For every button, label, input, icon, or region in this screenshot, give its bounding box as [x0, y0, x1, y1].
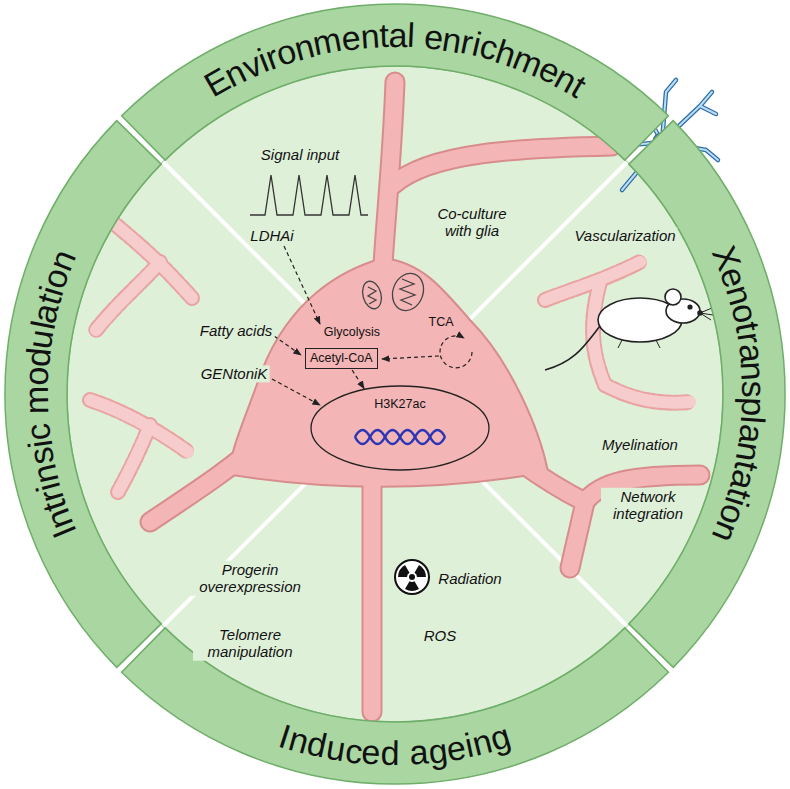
radiation-symbol-part — [409, 574, 415, 580]
dashed-arrows-part — [284, 246, 320, 324]
faded-dendrites-part-part — [110, 220, 192, 298]
band-char: e — [361, 735, 382, 770]
band-char: n — [736, 361, 771, 382]
mouse-part — [618, 308, 713, 348]
band-char: p — [736, 397, 771, 417]
faded-dendrites-part-part — [118, 425, 150, 492]
annotation-label: TCA — [429, 315, 454, 329]
band-label: Xenotransplantation — [625, 117, 788, 670]
signal-spikes-part — [250, 175, 368, 215]
annotation-label: Glycolysis — [324, 325, 380, 339]
radiation-symbol-part — [395, 560, 429, 594]
band-char: o — [19, 366, 54, 387]
neuron — [150, 82, 700, 712]
band-char: a — [734, 341, 770, 364]
dashed-arrows-part — [272, 379, 320, 405]
mitochondria-part — [387, 269, 428, 315]
neuron-part — [150, 82, 700, 712]
mouse-part — [665, 289, 681, 305]
band-char: n — [359, 18, 380, 53]
band-label: Intrinsic modulation — [2, 118, 165, 671]
annotation-label: Network integration — [601, 488, 695, 523]
band-segment — [629, 121, 785, 668]
band-segment — [122, 4, 669, 160]
neuron-part-part — [570, 502, 585, 568]
annotation-label: Telomere manipulation — [193, 626, 307, 661]
nucleus: H3K27ac — [310, 385, 490, 471]
neuron-part-part — [150, 440, 262, 522]
box-label: Acetyl-CoA — [310, 351, 373, 366]
dashed-arrows-part — [440, 336, 472, 368]
faded-dendrites-part-part — [96, 262, 160, 330]
text-box: Acetyl-CoA — [305, 348, 378, 369]
ring-band: Intrinsic modulation — [2, 118, 165, 671]
annotation-label: Fatty acids — [198, 322, 275, 339]
dashed-arrows-part — [274, 336, 301, 355]
faded-dendrites-part-part — [605, 385, 690, 403]
faded-dendrites-part-part — [96, 262, 160, 330]
dashed-arrows-part — [382, 356, 439, 359]
neuron-part-part — [364, 478, 381, 712]
mouse — [545, 289, 713, 370]
band-char: m — [19, 385, 53, 414]
annotation-label: ROS — [422, 627, 459, 644]
mouse-part — [688, 305, 692, 309]
neuron-part-part — [383, 82, 395, 265]
neuron-part — [231, 258, 548, 487]
annotation-label: Progerin overexpression — [188, 561, 312, 596]
faded-dendrites-part-part — [110, 220, 192, 298]
faded-dendrites-part-part — [605, 385, 690, 403]
band-char: c — [20, 422, 56, 442]
band-char: l — [407, 18, 416, 52]
faded-dendrites-part-part — [118, 425, 150, 492]
mouse-part — [545, 326, 600, 370]
band-char: t — [378, 18, 389, 52]
band-char: s — [737, 381, 771, 398]
band-char: a — [388, 18, 407, 52]
annotation-label: LDHAi — [248, 227, 295, 244]
band-char: e — [339, 20, 362, 56]
mitochondria-part — [368, 287, 376, 304]
neuron-part-part — [393, 146, 612, 185]
radiation-symbol-part — [398, 565, 410, 577]
inner-disk — [67, 66, 723, 722]
band-segment — [5, 121, 161, 668]
neuron-part — [150, 82, 700, 712]
neuron-part-part — [150, 440, 262, 522]
dashed-arrows — [272, 246, 472, 405]
signal-spikes — [250, 175, 368, 215]
band-char: d — [381, 736, 400, 770]
band-label: Environmental enrichment — [118, 1, 671, 164]
ring-band: Environmental enrichment — [118, 1, 671, 164]
neuron-part-part — [393, 146, 612, 185]
dashed-connector — [352, 370, 364, 389]
band-char: a — [408, 735, 429, 770]
neuron-part-part — [520, 462, 585, 502]
annotation-label: GENtoniK — [199, 365, 270, 382]
neuron-part-part — [520, 462, 585, 502]
annotation-label: Myelination — [600, 436, 680, 453]
dna-strand — [355, 430, 445, 444]
neuron-part-part — [383, 82, 395, 265]
dna-strand — [355, 430, 445, 444]
neuron-part-part — [362, 478, 383, 712]
nucleus-outline — [311, 386, 489, 470]
annotation-label: Radiation — [436, 570, 503, 587]
annotation-label: Signal input — [259, 146, 341, 163]
radiation-symbol — [395, 560, 429, 594]
ring-band: Xenotransplantation — [625, 117, 788, 670]
radiation-symbol-part — [405, 581, 419, 591]
annotation-label: Vascularization — [572, 227, 677, 244]
mitochondria-part — [360, 279, 385, 311]
annotation-label: Co-culture with glia — [425, 205, 519, 240]
mitochondria — [360, 269, 429, 315]
band-char — [20, 413, 55, 425]
inner-disk-part — [67, 66, 723, 722]
neuron-part-part — [570, 502, 585, 568]
radiation-symbol-part — [415, 565, 427, 577]
histone-mark: H3K27ac — [374, 397, 425, 411]
mitochondria-part — [400, 279, 415, 305]
